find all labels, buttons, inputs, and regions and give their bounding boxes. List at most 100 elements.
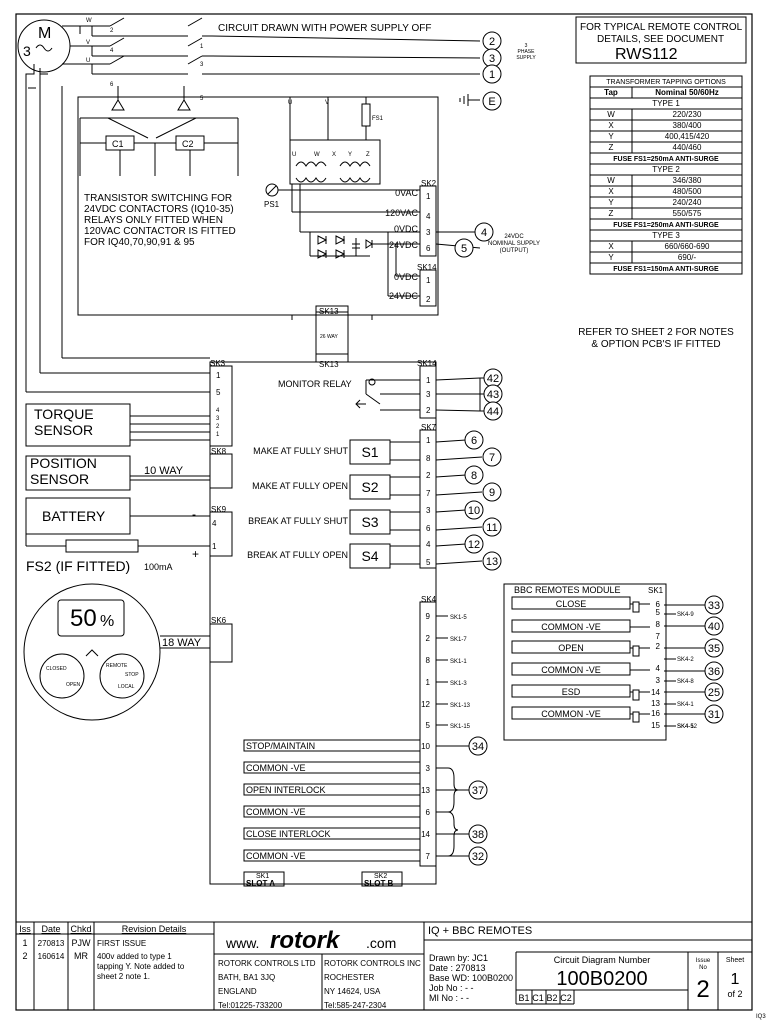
transformer: [289, 139, 381, 185]
sk2-pin: 3: [426, 228, 431, 237]
switch-terminal-6: [464, 430, 484, 450]
supply-terminal-3-label: 3: [489, 53, 495, 65]
interlock-label: COMMON -VE: [246, 807, 306, 817]
bbc-pin: 14: [651, 688, 660, 697]
switch-s3-label: S3: [361, 514, 378, 530]
sk14-row-label: 0VDC: [394, 272, 419, 282]
sk2-row-label: 120VAC: [385, 208, 418, 218]
cdn-number: 100B0200: [556, 968, 647, 990]
sk14-pin: 1: [426, 376, 431, 385]
sk3-pin: 3: [216, 416, 220, 422]
sk2-row-label: 0VAC: [395, 188, 418, 198]
tx-tap-U: U: [292, 152, 296, 158]
fs1-label: FS1: [372, 116, 384, 122]
switch-s4: [349, 543, 391, 569]
switch-terminal-9-label: 9: [489, 487, 495, 499]
eighteen-way-label: 18 WAY: [162, 637, 202, 649]
sk7-pin: 1: [426, 436, 431, 445]
sk4-pin: 6: [426, 808, 431, 817]
sk3-pin: 1: [216, 371, 221, 380]
bbc-pin: 16: [651, 709, 660, 718]
web-prefix: www.: [225, 935, 259, 951]
supply-terminal-1-label: 1: [489, 69, 495, 81]
sk9-pin: 1: [212, 542, 217, 551]
bbc-terminal-35-label: 35: [708, 643, 720, 655]
interlock-terminal-32-label: 32: [472, 851, 484, 863]
selector-knob-left[interactable]: [39, 653, 85, 699]
sk4-connector: [419, 601, 437, 867]
bbc-terminal-40-label: 40: [708, 621, 720, 633]
sk8-label: SK8: [211, 447, 227, 456]
tapping-tap: W: [607, 110, 615, 119]
switch-terminal-7: [482, 447, 502, 467]
slot-a-sk: SK1: [256, 873, 269, 880]
drawing-title: IQ + BBC REMOTES: [428, 925, 532, 937]
bbc-sk4-ref: SK4-2: [677, 657, 694, 663]
sk7-pin: 5: [426, 558, 431, 567]
switch-terminal-7-label: 7: [489, 452, 495, 464]
option-code: B2: [546, 993, 557, 1003]
sk7-pin: 8: [426, 454, 431, 463]
rev-iss: 2: [22, 951, 27, 961]
bbc-row-label: COMMON -VE: [541, 709, 601, 719]
bbc-sk4-ref: SK4-12: [677, 724, 698, 730]
bbc-row-box: [511, 662, 631, 676]
bbc-sk-label: SK1: [648, 586, 664, 595]
bbc-terminal-35: [704, 638, 724, 658]
tapping-table-title: TRANSFORMER TAPPING OPTIONS: [606, 79, 726, 86]
tapping-voltage: 440/460: [673, 143, 702, 152]
sk4-label: SK4: [421, 595, 437, 604]
switch-terminal-11: [482, 517, 502, 537]
circuit-note: CIRCUIT DRAWN WITH POWER SUPPLY OFF: [218, 23, 432, 34]
remote-box-line2: DETAILS, SEE DOCUMENT: [597, 34, 724, 45]
slot-a: [243, 871, 285, 887]
sheet-label: Sheet: [726, 957, 744, 964]
rev-header: Revision Details: [122, 924, 187, 934]
sk4-ref: SK1-3: [450, 681, 467, 687]
switch-s1: [349, 439, 391, 465]
tx-term-v: V: [325, 100, 329, 106]
selector-knob-right[interactable]: [99, 653, 145, 699]
tapping-voltage: 400,415/420: [665, 132, 710, 141]
bbc-terminal-31: [704, 704, 724, 724]
switch-terminal-6-label: 6: [471, 435, 477, 447]
sk3-pin: 5: [216, 388, 221, 397]
knob-remote-label: REMOTE: [106, 663, 128, 669]
drawing-info-line: Date : 270813: [429, 963, 486, 973]
local-control-display: [23, 583, 161, 721]
display-percent: 50: [70, 605, 97, 632]
bbc-terminal-33-label: 33: [708, 600, 720, 612]
interlock-label: COMMON -VE: [246, 763, 306, 773]
bbc-pin: 4: [656, 664, 661, 673]
slot-b: [361, 871, 403, 887]
rev-details: FIRST ISSUE: [97, 939, 146, 948]
switch-terminal-13: [482, 551, 502, 571]
sk14-connector-top: [419, 269, 437, 307]
switch-terminal-10: [464, 500, 484, 520]
rev-date: 160614: [38, 952, 65, 961]
sk3-pin: 1: [216, 432, 220, 438]
tapping-voltage: 480/500: [673, 187, 702, 196]
interlock-label: STOP/MAINTAIN: [246, 741, 315, 751]
sk4-ref: SK1-5: [450, 615, 467, 621]
sk8-connector: [209, 453, 233, 489]
sk7-connector: [419, 429, 437, 569]
sk2-pin: 4: [426, 212, 431, 221]
interlock-row: [243, 783, 421, 796]
bbc-sk4-ref: SK4-8: [677, 679, 694, 685]
interlock-terminal-37: [468, 780, 488, 800]
sk4-ref: SK1-1: [450, 659, 467, 665]
sk7-pin: 3: [426, 506, 431, 515]
corner-code: IQ3: [756, 1014, 766, 1020]
switch-s3: [349, 509, 391, 535]
sk14-pin: 1: [426, 276, 431, 285]
bbc-pin: 8: [656, 620, 661, 629]
tapping-voltage: 380/400: [673, 121, 702, 130]
tapping-voltage: 220/230: [673, 110, 702, 119]
rev-header: Chkd: [70, 924, 91, 934]
contact-1: 1: [200, 44, 204, 50]
interlock-row: [243, 739, 421, 752]
